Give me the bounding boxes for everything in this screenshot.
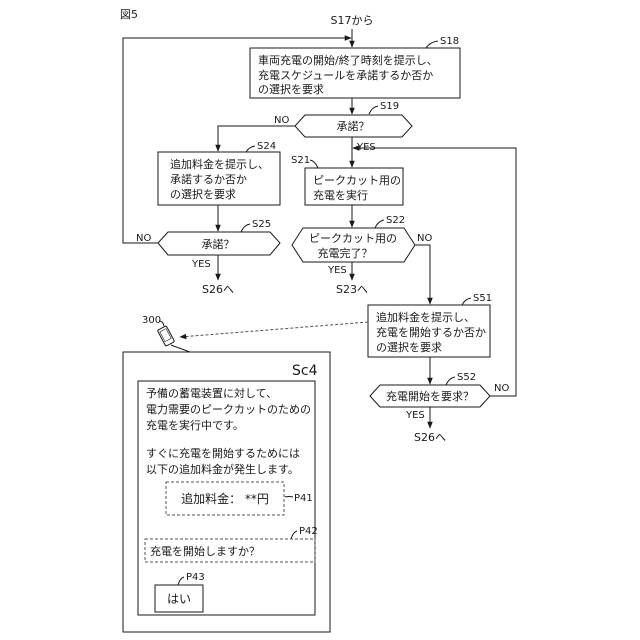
- s22-line: 充電完了？: [318, 246, 373, 260]
- s19-label: S19: [380, 101, 399, 112]
- s19-text: 承諾？: [337, 119, 370, 133]
- s51-line: の選択を要求: [376, 340, 442, 354]
- s24-line: の選択を要求: [170, 187, 236, 201]
- s25-next: S26へ: [202, 283, 234, 296]
- message-line: 電力需要のピークカットのための: [146, 403, 311, 416]
- s25-label: S25: [252, 219, 271, 230]
- s52-no: NO: [494, 383, 509, 394]
- s52-next: S26へ: [414, 431, 446, 444]
- s22-next: S23へ: [336, 283, 368, 296]
- s22-label: S22: [386, 215, 405, 226]
- p41-text: 追加料金： **円: [181, 491, 269, 506]
- start-connector: S17から: [331, 14, 374, 27]
- s51-label: S51: [473, 293, 492, 304]
- s18-line: 車両充電の開始/終了時刻を提示し、: [258, 53, 438, 67]
- arrow-s22-no-to-s51: [415, 245, 430, 304]
- s51-line: 追加料金を提示し、: [376, 310, 475, 324]
- s24-line: 承諾するか否か: [170, 172, 247, 186]
- step-s18: 車両充電の開始/終了時刻を提示し、 充電スケジュールを承諾するか否か の選択を要…: [250, 36, 460, 98]
- s19-leader: [369, 106, 378, 114]
- terminal-device: 300: [142, 315, 175, 346]
- figure-label: 図5: [120, 8, 138, 21]
- s21-label: S21: [291, 155, 310, 166]
- step-s21: ピークカット用の 充電を実行 S21: [291, 155, 403, 205]
- s22-no: NO: [417, 233, 432, 244]
- s22-line: ピークカット用の: [309, 232, 397, 245]
- s24-leader: [246, 146, 255, 152]
- s18-line: の選択を要求: [258, 82, 324, 96]
- s19-no: NO: [274, 115, 289, 126]
- message-line: 充電を実行中です。: [146, 418, 244, 432]
- s25-leader: [241, 224, 250, 232]
- p42-text: 充電を開始しますか？: [150, 544, 260, 558]
- s18-leader: [426, 41, 438, 48]
- screen-label: Sc4: [292, 363, 318, 379]
- s52-text: 充電開始を要求？: [386, 389, 474, 403]
- message-line: すぐに充電を開始するためには: [146, 446, 300, 460]
- p43-label: P43: [186, 572, 205, 583]
- s22-leader: [375, 220, 384, 228]
- s52-yes: YES: [405, 410, 425, 421]
- terminal-label: 300: [142, 315, 161, 326]
- s18-line: 充電スケジュールを承諾するか否か: [258, 68, 433, 82]
- s25-text: 承諾？: [202, 237, 235, 251]
- step-s25: 承諾？ S25 NO YES S26へ: [136, 219, 280, 296]
- message-line: 予備の蓄電装置に対して、: [146, 386, 277, 400]
- smartphone-icon: [157, 326, 174, 347]
- s24-line: 追加料金を提示し、: [170, 157, 269, 171]
- s21-leader: [310, 160, 318, 168]
- s21-line: 充電を実行: [313, 188, 368, 202]
- s25-yes: YES: [191, 259, 211, 270]
- p41-leader: [285, 497, 293, 498]
- s25-no: NO: [136, 233, 151, 244]
- arrow-s51-to-terminal: [180, 322, 368, 337]
- s51-line: 充電を開始するか否か: [376, 325, 486, 339]
- s52-label: S52: [457, 372, 476, 383]
- terminal-to-screen-line: [171, 345, 190, 352]
- s22-yes: YES: [327, 265, 347, 276]
- step-s24: 追加料金を提示し、 承諾するか否か の選択を要求 S24: [158, 141, 280, 205]
- step-s22: ピークカット用の 充電完了？ S22 NO YES S23へ: [292, 215, 432, 296]
- step-s19: 承諾？ S19 NO YES: [274, 101, 412, 153]
- screen-sc4: Sc4 予備の蓄電装置に対して、 電力需要のピークカットのための 充電を実行中で…: [123, 352, 330, 632]
- s24-label: S24: [257, 141, 276, 152]
- p41-label: P41: [294, 493, 313, 504]
- s18-label: S18: [440, 36, 459, 47]
- s51-leader: [462, 298, 471, 305]
- p42-label: P42: [299, 526, 318, 537]
- message-line: 以下の追加料金が発生します。: [146, 462, 299, 476]
- s52-leader: [446, 377, 455, 385]
- s21-line: ピークカット用の: [313, 174, 401, 187]
- step-s52: 充電開始を要求？ S52 NO YES S26へ: [370, 372, 509, 444]
- p43-text: はい: [167, 592, 191, 606]
